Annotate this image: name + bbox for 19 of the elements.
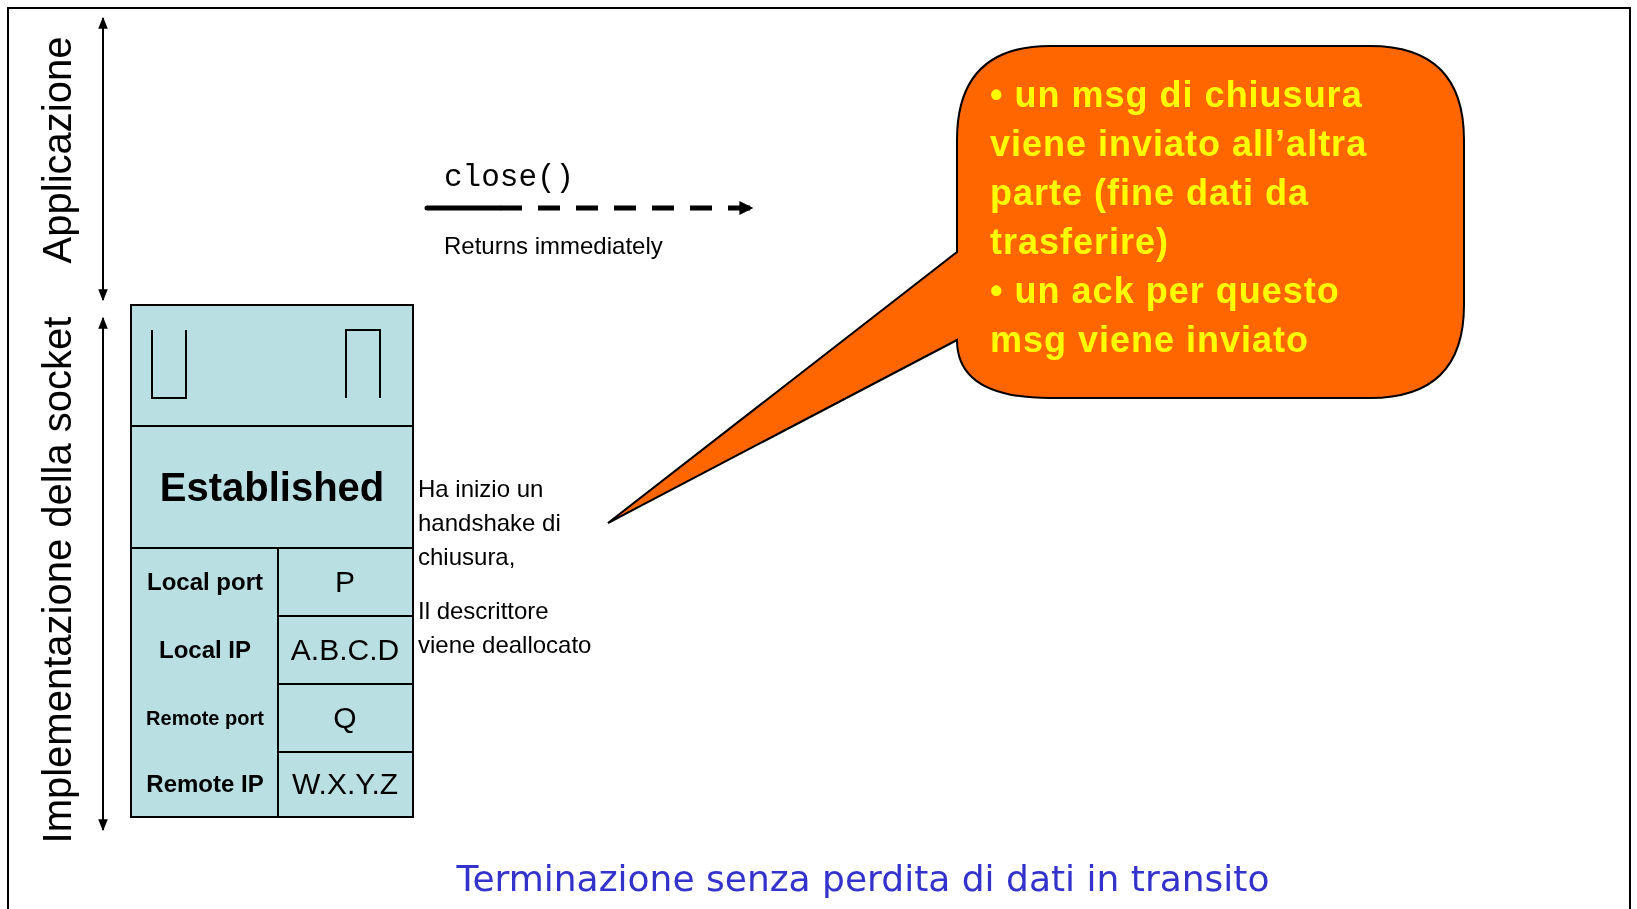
field-value: P xyxy=(334,564,356,600)
function-name: close() xyxy=(444,160,575,195)
note-text: Ha inizio un handshake di chiusura, xyxy=(418,474,562,572)
field-value: W.X.Y.Z xyxy=(290,766,400,802)
field-name: Local port xyxy=(146,567,264,597)
caption: Terminazione senza perdita di dati in transito xyxy=(456,858,1270,899)
field-name: Remote IP xyxy=(145,769,265,799)
state-label: Established xyxy=(159,464,385,510)
arrow-note: Returns immediately xyxy=(444,232,663,260)
callout-text: • un msg di chiusura viene inviato all’altra parte (fine dati da trasferire) xyxy=(990,73,1369,264)
field-value: A.B.C.D xyxy=(289,632,401,668)
field-name: Remote port xyxy=(145,705,265,731)
field-name: Local IP xyxy=(158,635,252,665)
field-value: Q xyxy=(332,700,358,736)
layer-label: Applicazione xyxy=(34,36,80,264)
layer-label: Implementazione della socket xyxy=(34,316,80,844)
socket-box xyxy=(130,304,414,818)
callout-text: • un ack per questo msg viene inviato xyxy=(990,269,1341,362)
note-text: Il descrittore viene deallocato xyxy=(418,596,593,660)
